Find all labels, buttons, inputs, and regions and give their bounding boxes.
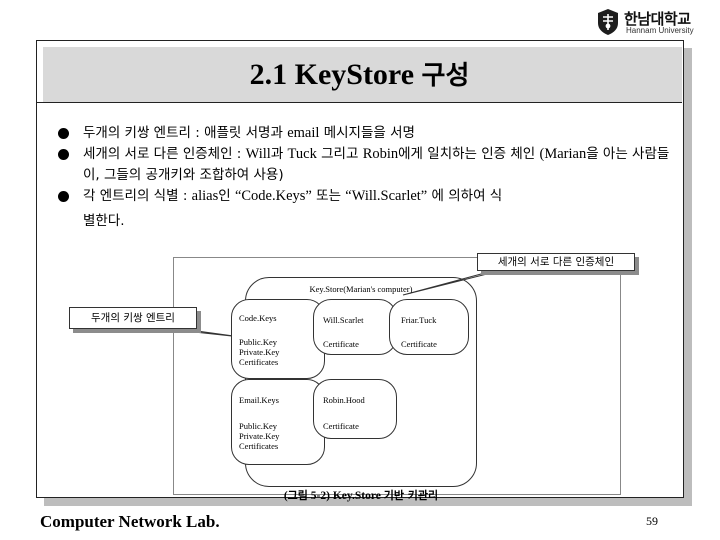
callout-key-pair-entries: 두개의 키쌍 엔트리	[69, 307, 197, 329]
caption-part: 5-2) Key.Store	[307, 490, 384, 502]
bullet-text: Will	[245, 146, 271, 162]
logo-name-english: Hannam University	[626, 26, 694, 35]
bullet-item-3: 각 엔트리의 식별 : alias인 “Code.Keys” 또는 “Will.…	[51, 186, 671, 207]
key-entry-detail: Certificates	[239, 357, 279, 367]
key-entry-detail: Certificates	[239, 441, 279, 451]
bullet-text: (Marian	[539, 146, 587, 162]
chain-entry-name: Friar.Tuck	[401, 315, 437, 325]
key-entry-detail: Private.Key	[239, 431, 280, 441]
diagram-outer-box	[173, 257, 621, 495]
bullet-text: 두개의 키쌍 엔트리 : 애플릿 서명과	[83, 125, 288, 141]
chain-entry-detail: Certificate	[323, 339, 359, 349]
slide-title-korean: 구성	[421, 61, 470, 91]
bullet-dot-icon	[58, 191, 69, 202]
bullet-item-1: 두개의 키쌍 엔트리 : 애플릿 서명과 email 메시지들을 서명	[51, 123, 671, 144]
chain-entry-name: Robin.Hood	[323, 395, 365, 405]
title-bar-shadow	[43, 47, 682, 103]
bullet-dot-icon	[58, 149, 69, 160]
bullet-text: 과	[270, 146, 288, 162]
bullet-text: Tuck	[287, 146, 317, 162]
slide-title: 2.1 KeyStore 구성	[37, 55, 682, 92]
bullet-dot-icon	[58, 128, 69, 139]
university-logo: 한남대학교 Hannam University	[596, 6, 712, 40]
key-entry-detail: Private.Key	[239, 347, 280, 357]
bullet-3-continuation: 별한다.	[83, 213, 125, 229]
chain-entry-detail: Certificate	[401, 339, 437, 349]
caption-part: (	[283, 490, 288, 502]
bullet-text: 에 의하여 식	[427, 188, 503, 204]
bullet-item-2: 세개의 서로 다른 인증체인 : Will과 Tuck 그리고 Robin에게 …	[51, 144, 671, 186]
bullet-text: alias	[191, 188, 219, 204]
university-emblem-icon	[598, 9, 618, 35]
bullet-text: Robin	[362, 146, 399, 162]
chain-entry-box	[389, 299, 469, 355]
bullet-text: 을 아는 사람들이, 그들의 공개키와 조합하여 사용)	[83, 146, 670, 183]
bullet-text: 또는	[311, 188, 346, 204]
bullet-text: 그리고	[316, 146, 363, 162]
bullet-text: 메시지들을 서명	[319, 125, 415, 141]
bullet-text: 세개의 서로 다른 인증체인 :	[83, 146, 246, 162]
caption-part: 기반 키관리	[383, 489, 439, 502]
bullet-list: 두개의 키쌍 엔트리 : 애플릿 서명과 email 메시지들을 서명 세개의 …	[51, 123, 671, 232]
bullet-text: 인	[218, 188, 235, 204]
chain-entry-box	[313, 379, 397, 439]
callout-certificate-chains: 세개의 서로 다른 인증체인	[477, 253, 635, 271]
chain-entry-name: Will.Scarlet	[323, 315, 364, 325]
logo-name-korean: 한남대학교	[624, 10, 691, 28]
key-entry-detail: Public.Key	[239, 421, 278, 431]
title-bar: 2.1 KeyStore 구성	[37, 41, 682, 103]
key-entry-detail: Public.Key	[239, 337, 278, 347]
page-number: 59	[646, 514, 658, 528]
footer-lab-name: Computer Network Lab.	[40, 512, 220, 531]
bullet-text: “Code.Keys”	[234, 188, 312, 204]
keystore-label: Key.Store(Marian's computer)	[309, 284, 413, 294]
key-entry-box	[231, 379, 325, 465]
bullet-text: 각 엔트리의 식별 :	[83, 188, 192, 204]
slide-frame: 2.1 KeyStore 구성 두개의 키쌍 엔트리 : 애플릿 서명과 ema…	[36, 40, 684, 502]
bullet-text: “Will.Scarlet”	[345, 188, 428, 204]
chain-entry-detail: Certificate	[323, 421, 359, 431]
key-entry-name: Code.Keys	[239, 313, 277, 323]
key-entry-name: Email.Keys	[239, 395, 279, 405]
bullet-text: 에게 일치하는 인증 체인	[398, 146, 540, 162]
slide-title-prefix: 2.1 KeyStore	[249, 58, 422, 91]
caption-part: 그림	[287, 489, 308, 502]
figure-caption: (그림 5-2) Key.Store 기반 키관리	[37, 487, 685, 503]
bullet-text: email	[287, 125, 320, 141]
